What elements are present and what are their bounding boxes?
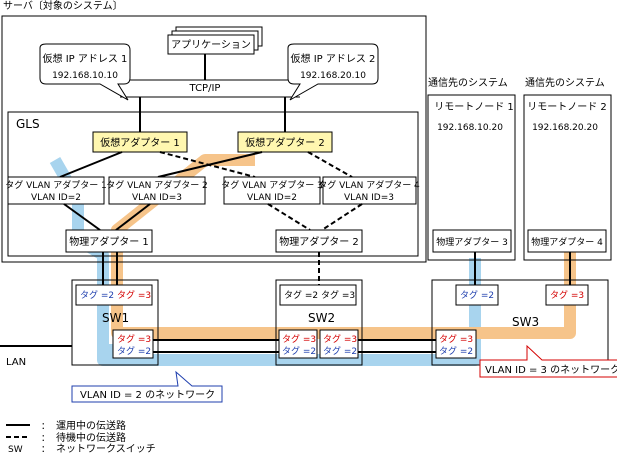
va2-to-tva4-standby-line [307,151,353,178]
sw3-left-tag-2: タグ =2 [439,345,473,357]
sw3-top-tag-2: タグ =2 [460,289,494,301]
legend-sw-text: ネットワークスイッチ [56,443,156,454]
virtual-adapter-2-label: 仮想アダプター 2 [245,136,325,149]
tag-vlan-adapter-1-vlan: VLAN ID=2 [31,193,81,203]
sw3-label: SW3 [512,315,539,329]
va1-to-tva1-active-line [59,151,123,178]
sw1-box [71,279,159,366]
physical-adapter-3-box [432,229,512,253]
legend-solid-text: 運用中の伝送路 [56,419,126,432]
tag-vlan-adapter-4-vlan: VLAN ID=3 [344,193,394,203]
sw2-right-tag-2: タグ =2 [323,345,357,357]
tag-vlan-adapter-3-vlan: VLAN ID=2 [247,193,297,203]
legend-sw-sep: ： [41,445,50,454]
vlan3-callout-text: VLAN ID = 3 のネットワーク [485,364,617,376]
application-box [167,26,263,55]
sw1-bottom-tag-box [112,329,154,359]
virtual-ip-2-title: 仮想 IP アドレス 2 [291,52,376,65]
remote-node-1-heading: 通信先のシステム [428,77,508,89]
physical-adapter-1-label: 物理アダプター 1 [69,235,149,248]
virtual-ip-2-bubble [287,43,379,101]
virtual-ip-2-address: 192.168.20.10 [300,71,366,81]
application-label: アプリケーション [171,39,251,51]
physical-adapter-2-label: 物理アダプター 2 [279,235,359,248]
legend-dashed-sep: ： [41,434,50,444]
tag-vlan-adapter-1-box [7,176,105,205]
remote-node-2-heading: 通信先のシステム [525,77,605,89]
sw1-bottom-tag-3: タグ =3 [117,333,151,345]
legend-dashed-text: 待機中の伝送路 [56,431,126,444]
tag-vlan-adapter-4-name: タグ VLAN アダプター 4 [318,179,420,191]
sw1-bottom-tag-2: タグ =2 [117,345,151,357]
tag-vlan-adapter-2-name: タグ VLAN アダプター 2 [106,179,208,191]
tag-vlan-adapter-3-name: タグ VLAN アダプター 3 [221,179,323,191]
sw2-top-tag-box [279,284,357,306]
gls-label: GLS [16,117,40,131]
physical-adapter-4-box [527,229,607,253]
sw2-left-tag-box [278,329,318,359]
tcpip-label: TCP/IP [189,83,221,94]
va1-to-tva3-standby-line [159,151,256,178]
lan-label: LAN [6,357,26,368]
remote-node-2-name: リモートノード 2 [527,102,607,113]
physical-adapter-1-box [65,229,153,253]
tag-vlan-adapter-1-name: タグ VLAN アダプター 1 [5,179,107,191]
remote-node-1-ip: 192.168.10.20 [437,123,503,133]
sw2-right-tag-box [319,329,359,359]
tag-vlan-adapter-3-box [223,176,321,205]
sw1-top-tag-2: タグ =2 [80,289,114,301]
virtual-ip-1-bubble [39,43,131,101]
sw2-left-tag-3: タグ =3 [282,333,316,345]
sw1-top-tag-box [75,284,153,306]
sw3-top-tag-3: タグ =3 [550,289,584,301]
physical-adapter-3-label: 物理アダプター 3 [436,236,508,248]
server-box [1,15,427,263]
remote-node-1-box [427,94,516,261]
vlan2-callout [71,370,223,403]
sw3-top-tag-2-box [455,284,499,306]
virtual-adapter-2-box [237,131,333,153]
sw1-top-tag-3: タグ =3 [117,289,151,301]
sw2-box [275,279,363,366]
sw2-left-tag-2: タグ =2 [282,345,316,357]
virtual-adapter-1-box [92,131,188,153]
tva1-to-pa1-line [63,203,101,231]
virtual-ip-1-address: 192.168.10.10 [52,71,118,81]
tva2-to-pa1-line [115,203,151,231]
sw3-left-tag-3: タグ =3 [439,333,473,345]
virtual-adapter-1-label: 仮想アダプター 1 [100,136,180,149]
remote-node-2-box [523,94,612,261]
sw2-right-tag-3: タグ =3 [323,333,357,345]
remote-node-2-ip: 192.168.20.20 [532,123,598,133]
sw3-top-tag-3-box [545,284,589,306]
tag-vlan-adapter-2-vlan: VLAN ID=3 [132,193,182,203]
sw2-top-tag-3: タグ =3 [321,289,355,301]
legend-sw-symbol: SW [8,445,23,454]
physical-adapter-4-label: 物理アダプター 4 [531,236,603,248]
sw2-label: SW2 [308,311,335,325]
tag-vlan-adapter-4-box [322,176,417,205]
remote-node-1-name: リモートノード 1 [434,102,514,113]
server-title: サーバ〔対象のシステム〕 [3,0,123,12]
vlan2-callout-text: VLAN ID = 2 のネットワーク [80,389,215,401]
legend-solid-sep: ： [41,422,50,432]
virtual-ip-1-title: 仮想 IP アドレス 1 [43,52,128,65]
tag-vlan-adapter-2-box [108,176,206,205]
sw1-label: SW1 [102,311,129,325]
tva4-to-pa2-standby-line [321,203,363,231]
sw2-top-tag-2: タグ =2 [284,289,318,301]
sw3-left-tag-box [435,329,477,359]
vlan3-callout [479,344,617,378]
tva3-to-pa2-standby-line [267,203,311,231]
